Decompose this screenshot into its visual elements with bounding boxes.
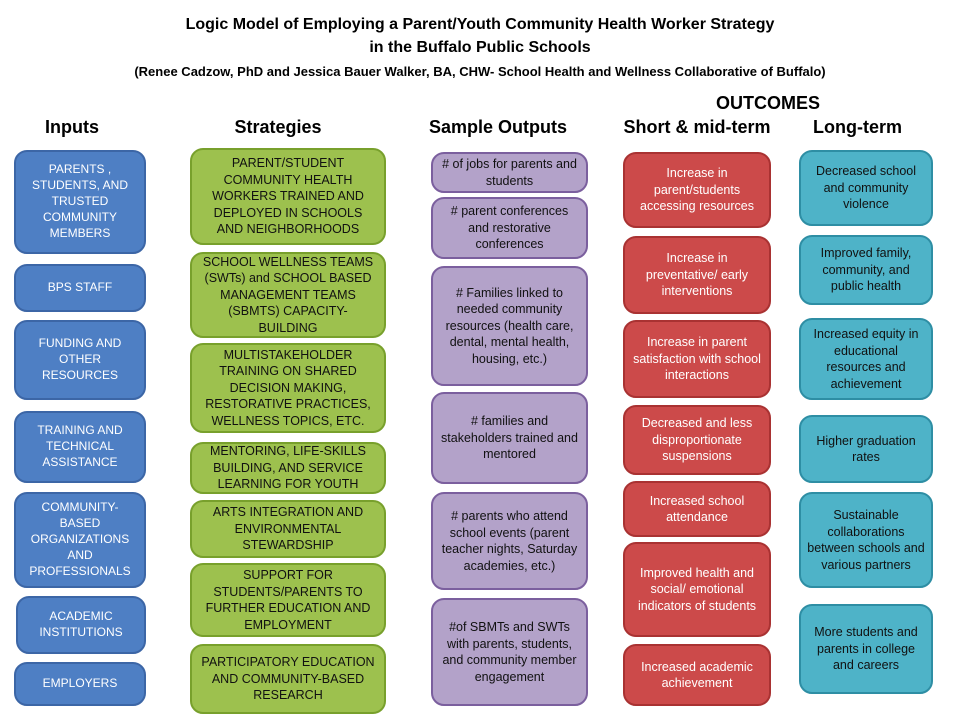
short-mid-outcome-box: Increase in parent satisfaction with sch… [623, 320, 771, 398]
title-line-2: in the Buffalo Public Schools [369, 39, 591, 56]
short-mid-outcome-box: Increased school attendance [623, 481, 771, 537]
input-box: PARENTS , STUDENTS, AND TRUSTED COMMUNIT… [14, 150, 146, 254]
strategy-box: ARTS INTEGRATION AND ENVIRONMENTAL STEWA… [190, 500, 386, 558]
title-line-1: Logic Model of Employing a Parent/Youth … [185, 16, 775, 33]
output-box: # Families linked to needed community re… [431, 266, 588, 386]
strategy-box: SUPPORT FOR STUDENTS/PARENTS TO FURTHER … [190, 563, 386, 637]
input-box: FUNDING AND OTHER RESOURCES [14, 320, 146, 400]
short-mid-outcome-box: Increase in parent/students accessing re… [623, 152, 771, 228]
long-term-outcome-box: Increased equity in educational resource… [799, 318, 933, 400]
input-box: ACADEMIC INSTITUTIONS [16, 596, 146, 654]
strategy-box: SCHOOL WELLNESS TEAMS (SWTs) and SCHOOL … [190, 252, 386, 338]
long-term-outcome-box: Improved family, community, and public h… [799, 235, 933, 305]
output-box: #of SBMTs and SWTs with parents, student… [431, 598, 588, 706]
output-box: # of jobs for parents and students [431, 152, 588, 193]
input-box: COMMUNITY-BASED ORGANIZATIONS AND PROFES… [14, 492, 146, 588]
input-box: EMPLOYERS [14, 662, 146, 706]
long-term-outcome-box: Sustainable collaborations between schoo… [799, 492, 933, 588]
input-box: TRAINING AND TECHNICAL ASSISTANCE [14, 411, 146, 483]
long-term-outcome-box: Higher graduation rates [799, 415, 933, 483]
output-box: # families and stakeholders trained and … [431, 392, 588, 484]
outputs-header: Sample Outputs [428, 117, 567, 137]
long-term-outcome-box: More students and parents in college and… [799, 604, 933, 694]
strategy-box: MENTORING, LIFE-SKILLS BUILDING, AND SER… [190, 442, 386, 494]
long-term-outcome-box: Decreased school and community violence [799, 150, 933, 226]
strategy-box: MULTISTAKEHOLDER TRAINING ON SHARED DECI… [190, 343, 386, 433]
short-mid-outcome-box: Increase in preventative/ early interven… [623, 236, 771, 314]
outcomes-header: OUTCOMES [715, 93, 820, 113]
output-box: # parent conferences and restorative con… [431, 197, 588, 259]
title-authors: (Renee Cadzow, PhD and Jessica Bauer Wal… [134, 64, 826, 79]
strategies-header: Strategies [234, 117, 322, 137]
strategy-box: PARTICIPATORY EDUCATION AND COMMUNITY-BA… [190, 644, 386, 714]
short-mid-outcome-box: Decreased and less disproportionate susp… [623, 405, 771, 475]
long-term-header: Long-term [813, 117, 902, 137]
inputs-header: Inputs [45, 117, 99, 137]
short-mid-outcome-box: Increased academic achievement [623, 644, 771, 706]
short-mid-term-header: Short & mid-term [623, 117, 771, 137]
strategy-box: PARENT/STUDENT COMMUNITY HEALTH WORKERS … [190, 148, 386, 245]
output-box: # parents who attend school events (pare… [431, 492, 588, 590]
input-box: BPS STAFF [14, 264, 146, 312]
short-mid-outcome-box: Improved health and social/ emotional in… [623, 542, 771, 637]
